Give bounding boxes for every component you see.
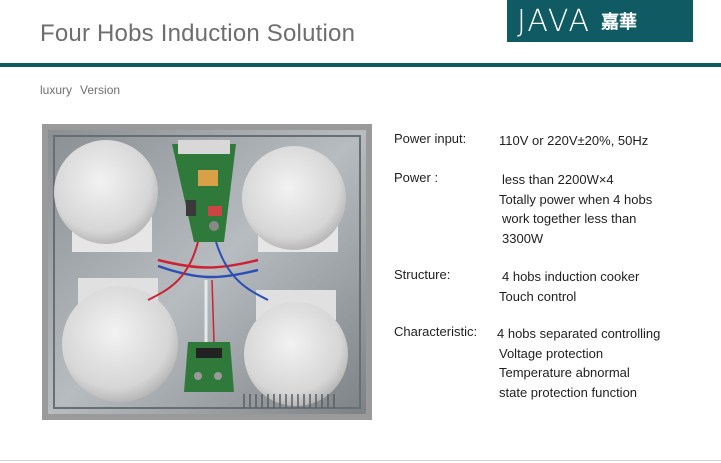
spec-value-line: Voltage protection <box>499 345 604 361</box>
spec-value-line: 110V or 220V±20%, 50Hz <box>499 133 649 148</box>
spec-value-line: less than 2200W×4 <box>502 172 614 187</box>
coil-bottom-left <box>62 286 178 402</box>
spec-label: Power input: <box>394 131 467 146</box>
product-photo <box>42 124 372 420</box>
spec-value: less than 2200W×4 Totally power when 4 h… <box>499 170 652 248</box>
spec-value: 110V or 220V±20%, 50Hz <box>499 131 648 151</box>
coil-bottom-right <box>244 302 348 406</box>
spec-value-line: state protection function <box>499 384 638 400</box>
coil-top-right <box>242 146 346 250</box>
spec-value-line: 3300W <box>502 230 544 246</box>
spec-value-line: work together less than <box>502 211 637 226</box>
footer-divider <box>0 460 721 461</box>
spec-value-line: Temperature abnormal <box>499 365 630 380</box>
spec-value-line: Totally power when 4 hobs <box>499 191 653 207</box>
logo-wordmark: JAVA <box>517 3 592 39</box>
spec-value-line: 4 hobs induction cooker <box>502 269 640 284</box>
header-divider <box>0 63 721 67</box>
spec-label: Structure: <box>394 267 451 282</box>
subtitle-word-version: Version <box>80 83 121 97</box>
spec-label: Characteristic: <box>394 324 478 339</box>
logo-chinese-name: 嘉華 <box>601 12 638 33</box>
subtitle-word-luxury: luxury <box>40 83 73 97</box>
spec-value: 4 hobs induction cooker Touch control <box>499 267 639 306</box>
spec-value-line: Touch control <box>499 288 577 304</box>
spec-label: Power : <box>394 170 439 185</box>
induction-board-illustration <box>48 130 366 414</box>
spec-value-line: 4 hobs separated controlling <box>497 326 661 341</box>
spec-value: 4 hobs separated controlling Voltage pro… <box>497 324 660 402</box>
brand-logo: JAVA 嘉華 <box>507 0 693 42</box>
coil-top-left <box>54 140 158 244</box>
slide-title: Four Hobs Induction Solution <box>40 20 356 47</box>
main-pcb <box>172 144 236 242</box>
slide-subtitle: luxury Version <box>40 83 120 97</box>
